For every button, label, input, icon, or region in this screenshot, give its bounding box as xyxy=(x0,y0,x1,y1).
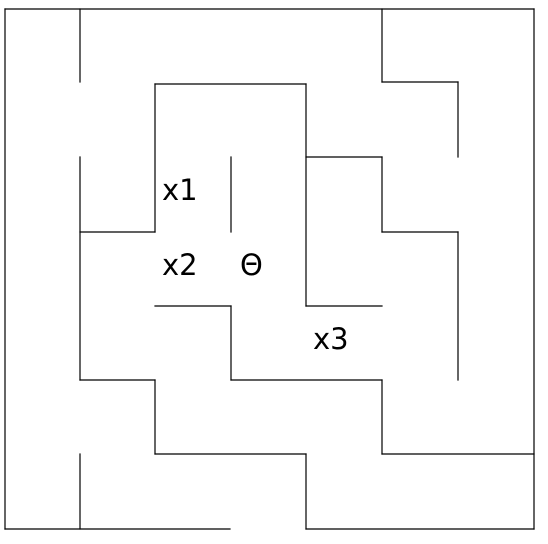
label-x2: x2 xyxy=(162,248,198,282)
maze-labels: x1 x2 x3 Θ xyxy=(162,173,349,356)
label-x1: x1 xyxy=(162,173,198,207)
label-x3: x3 xyxy=(313,322,349,356)
player-marker-icon: Θ xyxy=(240,248,263,282)
maze-walls xyxy=(4,8,535,530)
